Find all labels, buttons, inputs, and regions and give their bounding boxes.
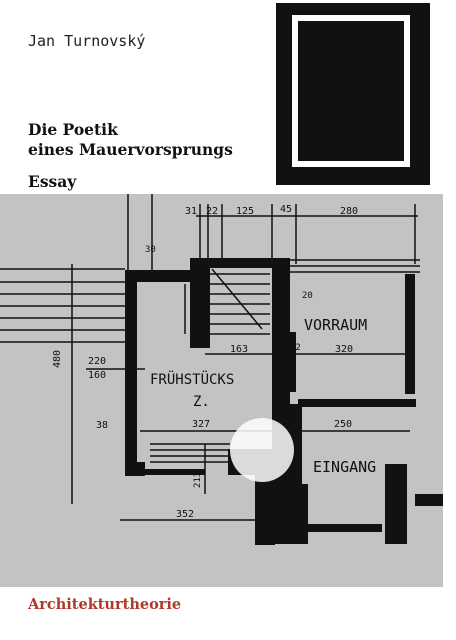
dimension-label: 327 <box>192 419 210 430</box>
logo-core <box>306 25 396 149</box>
dimension-label: 220 <box>88 356 106 367</box>
dimension-label: 45 <box>280 204 292 215</box>
floor-plan-drawing: VORRAUM FRÜHSTÜCKS Z. EINGANG 31 22 125 … <box>0 194 443 545</box>
dimension-label: 12 <box>290 343 301 353</box>
dimension-label: 163 <box>230 344 248 355</box>
dimension-label: 30 <box>145 245 156 255</box>
book-title: Die Poetik eines Mauervorsprungs <box>28 120 278 160</box>
room-label-vorraum: VORRAUM <box>304 316 367 334</box>
series-name: Architekturtheorie <box>28 596 182 613</box>
dimension-label: 280 <box>340 206 358 217</box>
dimension-label: 20 <box>302 291 313 301</box>
floor-plan-image: VORRAUM FRÜHSTÜCKS Z. EINGANG 31 22 125 … <box>0 194 443 587</box>
dimension-label: 22 <box>206 206 218 217</box>
publisher-logo <box>276 3 430 185</box>
room-label-fruehstuecks: FRÜHSTÜCKS <box>150 370 234 388</box>
dimension-label: 320 <box>335 344 353 355</box>
dimension-label: 160 <box>88 370 106 381</box>
dimension-label: 38 <box>96 420 108 431</box>
title-line-2: eines Mauervorsprungs <box>28 140 233 159</box>
dimension-label: 31 <box>185 206 197 217</box>
author-name: Jan Turnovský <box>28 32 146 50</box>
dimension-label: 480 <box>52 350 63 368</box>
logo-ring <box>292 15 410 167</box>
room-label-eingang: EINGANG <box>313 458 376 476</box>
book-subtitle: Essay <box>28 172 77 191</box>
dimension-label: 125 <box>236 206 254 217</box>
dimension-label: 250 <box>334 419 352 430</box>
room-label-z: Z. <box>193 394 210 410</box>
dimension-label: 352 <box>176 509 194 520</box>
dimension-label: 213 <box>193 472 203 488</box>
title-line-1: Die Poetik <box>28 120 118 139</box>
